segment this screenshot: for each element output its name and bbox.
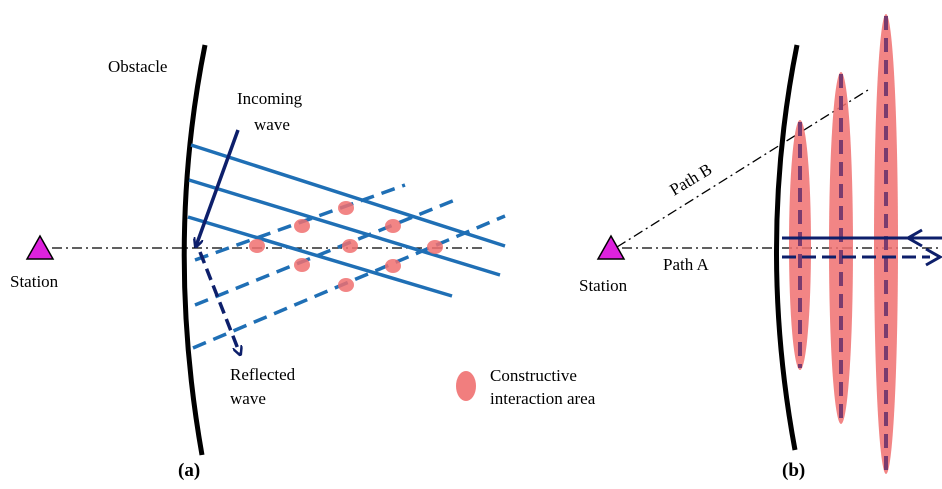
incoming-wavefront xyxy=(190,143,506,248)
legend-label-line2: interaction area xyxy=(490,389,596,408)
incoming-label-line1: Incoming xyxy=(237,89,303,108)
interaction-dot xyxy=(427,240,443,254)
incoming-wavefronts xyxy=(187,143,506,298)
reflected-wavefront xyxy=(194,198,456,307)
interaction-dot xyxy=(338,201,354,215)
interaction-dot xyxy=(294,258,310,272)
reflected-wavefront xyxy=(192,214,506,350)
reflected-label-line1: Reflected xyxy=(230,365,296,384)
incoming-wavefront xyxy=(188,178,501,277)
interaction-dot xyxy=(385,259,401,273)
interaction-dot xyxy=(249,239,265,253)
station-label-a: Station xyxy=(10,272,59,291)
path-b-label: Path B xyxy=(666,160,715,200)
incoming-label-line2: wave xyxy=(254,115,290,134)
station-label-b: Station xyxy=(579,276,628,295)
obstacle-curve-a xyxy=(181,44,208,456)
path-b-line xyxy=(616,89,869,248)
reflected-ray-arrowhead xyxy=(925,247,942,267)
obstacle-label: Obstacle xyxy=(108,57,167,76)
path-a-label: Path A xyxy=(663,255,710,274)
interaction-dot xyxy=(385,219,401,233)
obstacle-curve-b xyxy=(773,44,800,451)
interaction-zone xyxy=(829,72,853,424)
caption-b: (b) xyxy=(782,460,805,481)
legend-label-line1: Constructive xyxy=(490,366,577,385)
interaction-dot xyxy=(342,239,358,253)
station-marker-a xyxy=(25,234,55,260)
panel-a: Obstacle Incoming wave Station Reflected… xyxy=(10,44,596,481)
legend-swatch xyxy=(456,371,476,401)
reflected-arrow xyxy=(198,251,240,354)
interaction-dot xyxy=(294,219,310,233)
reflected-label-line2: wave xyxy=(230,389,266,408)
interaction-dots xyxy=(249,201,443,292)
panel-b: Path B Path A Station (b) xyxy=(579,14,942,481)
incoming-ray-arrowhead xyxy=(904,228,923,248)
interaction-dot xyxy=(338,278,354,292)
interaction-zones-b xyxy=(789,14,898,474)
caption-a: (a) xyxy=(178,460,200,481)
incoming-arrow xyxy=(196,129,240,246)
incoming-wavefront xyxy=(187,215,453,298)
station-marker-b xyxy=(596,234,626,260)
